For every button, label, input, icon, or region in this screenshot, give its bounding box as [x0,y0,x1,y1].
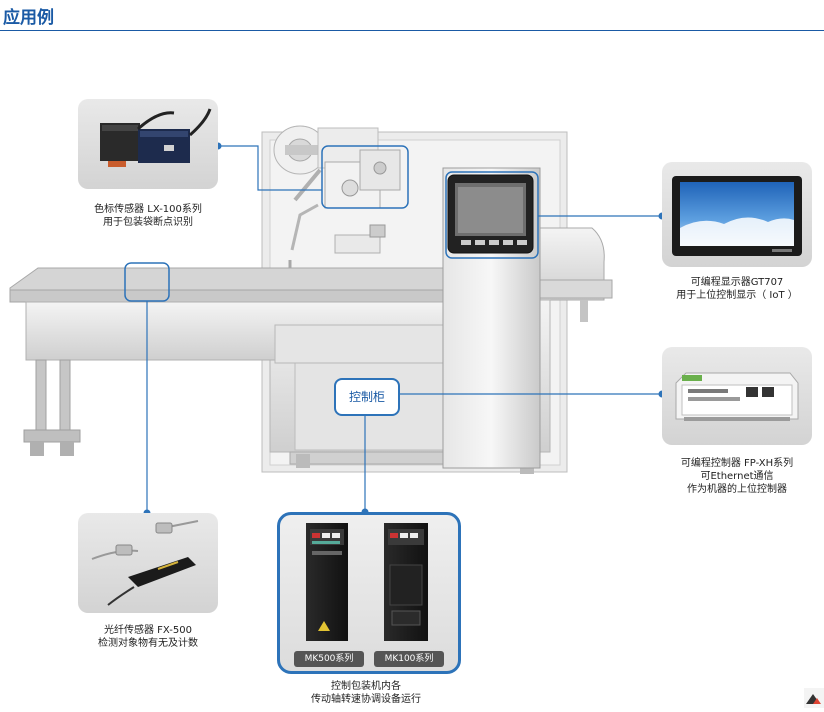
color-sensor-image [100,108,212,167]
mk500-tag: MK500系列 [294,651,364,667]
header-divider [0,30,824,31]
servo-caption: 控制包装机内各 传动轴转速协调设备运行 [270,680,462,706]
color-sensor-card [78,99,218,189]
plc-name: 可编程控制器 FP-XH系列 [680,458,794,469]
page-title: 应用例 [3,8,54,28]
servo-use-line2: 传动轴转速协调设备运行 [311,694,421,705]
color-sensor-caption: 色标传感器 LX-100系列 用于包装袋断点识别 [78,203,218,229]
fiber-sensor-use: 检测对象物有无及计数 [98,638,198,649]
servo-drive-panel: MK500系列 MK100系列 [277,512,461,674]
display-card [662,162,812,267]
color-sensor-name: 色标传感器 LX-100系列 [94,204,202,215]
servo-drives-image [306,523,428,641]
fiber-sensor-name: 光纤传感器 FX-500 [104,625,192,636]
film-roll [273,125,379,175]
color-sensor-highlight [321,145,409,209]
outfeed-cover [539,227,613,322]
infeed-conveyor [9,267,447,456]
mk100-tag: MK100系列 [374,651,444,667]
plc-card [662,347,812,445]
plc-image [675,372,799,421]
display-use: 用于上位控制显示（ IoT ） [676,290,798,301]
fiber-sensor-image [91,520,199,606]
plc-caption: 可编程控制器 FP-XH系列 可Ethernet通信 作为机器的上位控制器 [652,457,822,496]
hmi-display-image [672,176,802,256]
forming-unit [288,149,401,330]
callout-lines [146,145,662,513]
hmi-highlight [445,171,539,259]
fiber-sensor-card [78,513,218,613]
control-cabinet-label: 控制柜 [334,378,400,416]
fiber-sensor-caption: 光纤传感器 FX-500 检测对象物有无及计数 [78,624,218,650]
operator-column [442,167,541,469]
plc-comm: 可Ethernet通信 [700,471,774,482]
corner-logo-icon [804,688,824,708]
display-name: 可编程显示器GT707 [690,277,784,288]
color-sensor-use: 用于包装袋断点识别 [103,217,193,228]
display-caption: 可编程显示器GT707 用于上位控制显示（ IoT ） [652,276,822,302]
plc-use: 作为机器的上位控制器 [687,484,787,495]
servo-use-line1: 控制包装机内各 [331,681,401,692]
